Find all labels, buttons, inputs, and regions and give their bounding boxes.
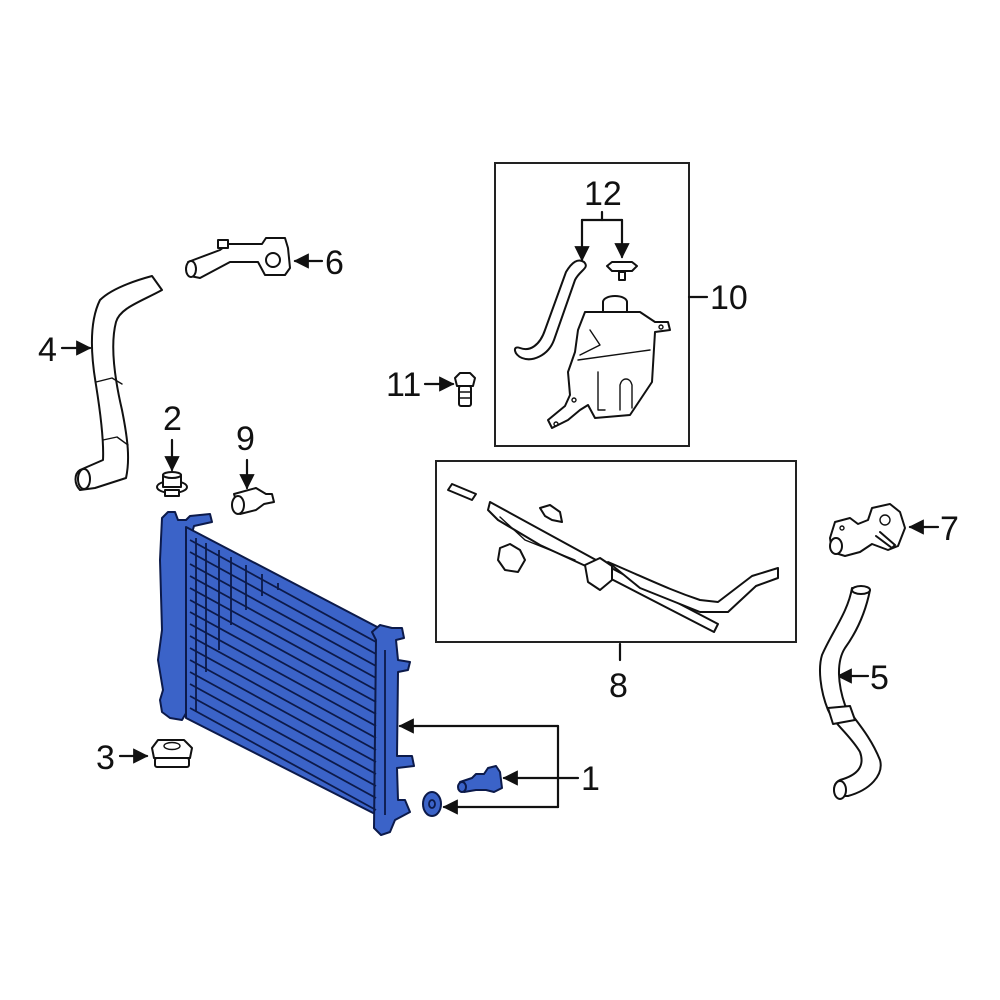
callout-5[interactable]: 5 [870, 659, 889, 697]
reservoir-group-box: 10 [494, 162, 748, 447]
callout-3-leader: 3 [96, 739, 149, 777]
reservoir-hose-icon [514, 259, 587, 361]
upper-radiator-hose-icon [74, 275, 163, 491]
radiator-fins [189, 538, 377, 811]
callout-7[interactable]: 7 [940, 510, 959, 548]
lower-radiator-hose-icon [819, 585, 882, 800]
bypass-pipe-icon [447, 483, 779, 633]
sensor-icon [231, 487, 275, 515]
callout-9-leader: 9 [236, 420, 255, 490]
drain-cock-highlighted[interactable] [457, 765, 503, 793]
callout-4-leader: 4 [38, 331, 92, 369]
callout-9[interactable]: 9 [236, 420, 255, 458]
callout-4[interactable]: 4 [38, 331, 57, 369]
washer-highlighted[interactable] [422, 791, 442, 817]
pipe-group-box: 8 [435, 460, 797, 705]
callout-2-leader: 2 [163, 400, 182, 472]
callout-3[interactable]: 3 [96, 739, 115, 777]
callout-12[interactable]: 12 [584, 175, 622, 213]
reservoir-cap-icon [606, 261, 638, 281]
radiator-highlighted[interactable] [157, 511, 415, 836]
callout-6[interactable]: 6 [325, 244, 344, 282]
callout-10[interactable]: 10 [710, 279, 748, 317]
callout-12-leader: 12 [574, 175, 630, 262]
drain-plug-icon [156, 471, 188, 497]
callout-11[interactable]: 11 [386, 366, 421, 404]
water-inlet-housing-icon [829, 503, 906, 557]
callout-2[interactable]: 2 [163, 400, 182, 438]
bolt-icon [454, 372, 476, 407]
callout-5-leader: 5 [836, 659, 889, 697]
water-outlet-icon [185, 237, 291, 279]
callout-1[interactable]: 1 [581, 760, 600, 798]
callout-1-leader: 1 [398, 718, 600, 815]
radiator-cap-icon [151, 739, 193, 768]
callout-6-leader: 6 [293, 244, 344, 282]
callout-8[interactable]: 8 [609, 667, 628, 705]
callout-7-leader: 7 [908, 510, 959, 548]
coolant-reservoir-icon [547, 295, 671, 429]
callout-11-leader: 11 [386, 366, 455, 404]
